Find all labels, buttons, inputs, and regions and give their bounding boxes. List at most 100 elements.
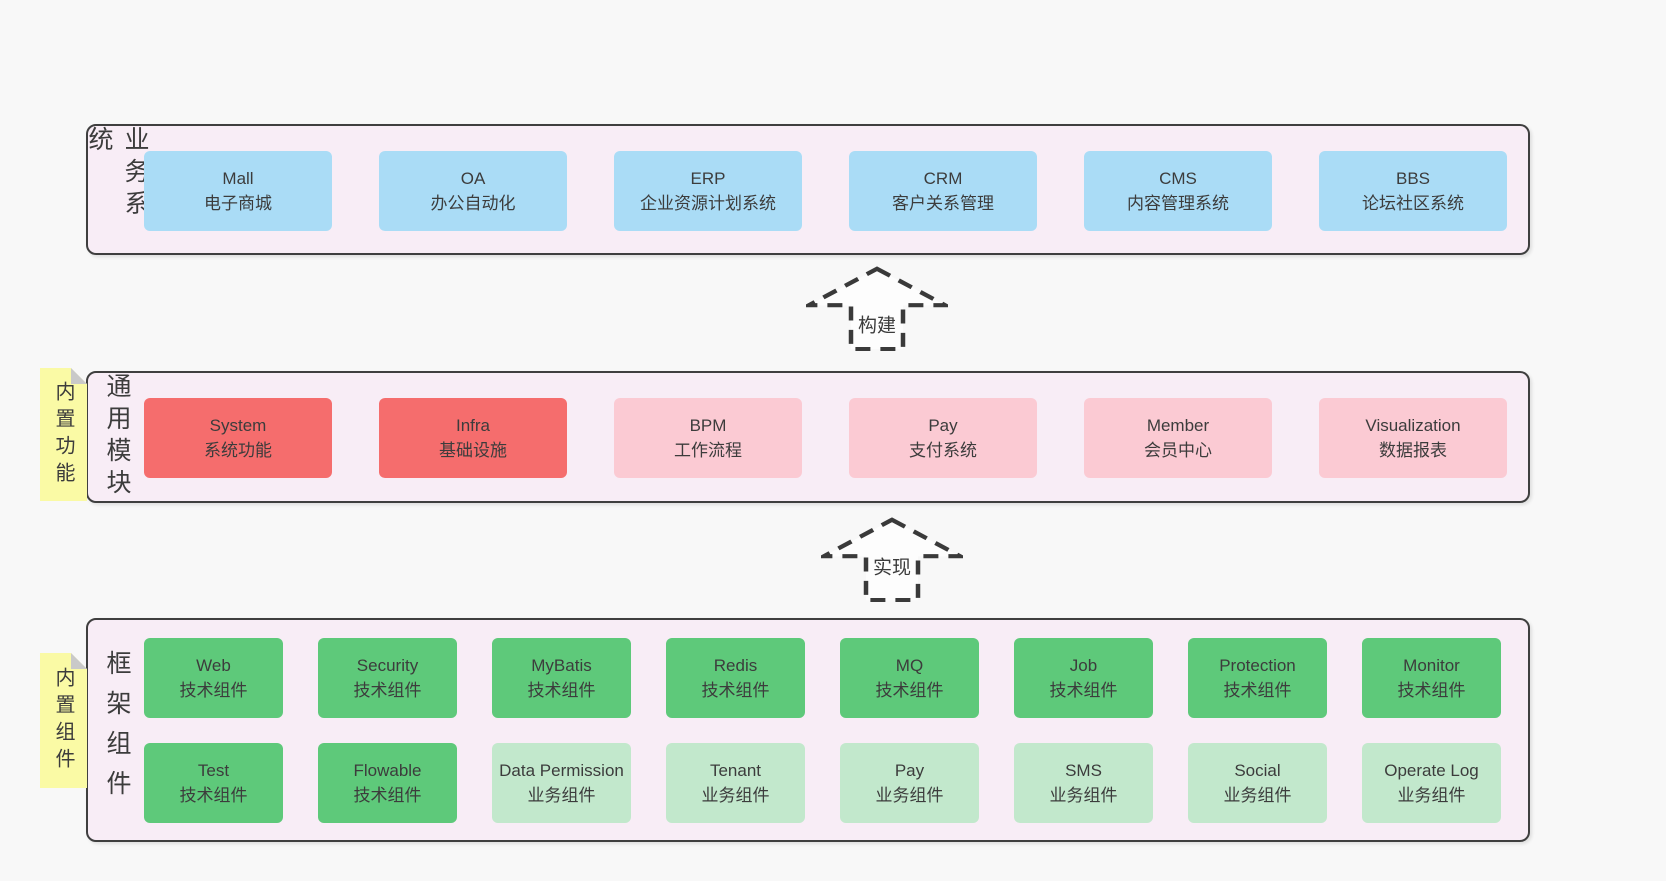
module-title: CMS <box>1159 169 1197 188</box>
module-title: Redis <box>713 656 758 675</box>
module-title: SMS <box>1065 761 1102 780</box>
module-title: ERP <box>690 169 726 188</box>
module-title: Data Permission <box>499 761 624 780</box>
module-title: Test <box>197 761 230 780</box>
folded-corner-icon <box>71 368 87 384</box>
module-box-social: Social 业务组件 <box>1188 743 1327 823</box>
module-title: OA <box>460 169 486 188</box>
module-subtitle: 业务组件 <box>701 786 770 805</box>
module-subtitle: 技术组件 <box>179 681 248 700</box>
module-subtitle: 业务组件 <box>1223 786 1292 805</box>
module-subtitle: 业务组件 <box>527 786 596 805</box>
module-title: Infra <box>455 416 491 435</box>
band-label-text: 通用模块 <box>103 373 131 501</box>
sticky-note-builtin-components: 内置组件 <box>40 653 87 788</box>
module-subtitle: 数据报表 <box>1379 441 1447 460</box>
module-subtitle: 业务组件 <box>1049 786 1118 805</box>
module-title: Tenant <box>709 761 762 780</box>
module-subtitle: 技术组件 <box>353 786 422 805</box>
module-box-pay: Pay 支付系统 <box>849 398 1037 478</box>
module-subtitle: 技术组件 <box>179 786 248 805</box>
band-label-framework-components: 框架组件 <box>92 620 142 840</box>
module-title: Protection <box>1219 656 1296 675</box>
module-subtitle: 支付系统 <box>909 441 977 460</box>
module-subtitle: 技术组件 <box>875 681 944 700</box>
module-box-protection: Protection 技术组件 <box>1188 638 1327 718</box>
arrow-label: 实现 <box>871 552 913 580</box>
module-box-test: Test 技术组件 <box>144 743 283 823</box>
module-box-security: Security 技术组件 <box>318 638 457 718</box>
module-title: MyBatis <box>531 656 592 675</box>
module-title: BPM <box>689 416 727 435</box>
module-subtitle: 业务组件 <box>875 786 944 805</box>
module-box-flowable: Flowable 技术组件 <box>318 743 457 823</box>
module-title: Security <box>356 656 419 675</box>
module-box-data-permission: Data Permission 业务组件 <box>492 743 631 823</box>
module-box-infra: Infra 基础设施 <box>379 398 567 478</box>
module-subtitle: 内容管理系统 <box>1127 194 1229 213</box>
module-title: System <box>209 416 267 435</box>
module-title: BBS <box>1395 169 1431 188</box>
up-arrow-dashed-icon <box>806 266 948 351</box>
module-subtitle: 技术组件 <box>527 681 596 700</box>
module-box-crm: CRM 客户关系管理 <box>849 151 1037 231</box>
module-title: CRM <box>923 169 963 188</box>
module-subtitle: 技术组件 <box>701 681 770 700</box>
module-subtitle: 业务组件 <box>1397 786 1466 805</box>
module-box-operate-log: Operate Log 业务组件 <box>1362 743 1501 823</box>
module-box-bpm: BPM 工作流程 <box>614 398 802 478</box>
module-title: Pay <box>928 416 958 435</box>
module-title: Pay <box>894 761 925 780</box>
module-box-sms: SMS 业务组件 <box>1014 743 1153 823</box>
sticky-note-text: 内置组件 <box>52 666 74 775</box>
module-subtitle: 技术组件 <box>353 681 422 700</box>
module-box-visualization: Visualization 数据报表 <box>1319 398 1507 478</box>
sticky-note-text: 内置功能 <box>52 380 74 489</box>
folded-corner-icon <box>71 653 87 669</box>
module-title: Member <box>1146 416 1210 435</box>
module-subtitle: 企业资源计划系统 <box>640 194 776 213</box>
module-box-erp: ERP 企业资源计划系统 <box>614 151 802 231</box>
arrow-implement: 实现 <box>821 516 963 602</box>
module-title: Operate Log <box>1384 761 1479 780</box>
module-subtitle: 系统功能 <box>204 441 272 460</box>
module-subtitle: 基础设施 <box>439 441 507 460</box>
sticky-note-builtin-features: 内置功能 <box>40 368 87 501</box>
module-subtitle: 电子商城 <box>204 194 272 213</box>
module-subtitle: 技术组件 <box>1223 681 1292 700</box>
band-common-modules: 通用模块 System 系统功能 Infra 基础设施 BPM 工作流程 Pay 支付系统 Me… <box>86 371 1530 503</box>
module-box-cms: CMS 内容管理系统 <box>1084 151 1272 231</box>
module-subtitle: 技术组件 <box>1049 681 1118 700</box>
module-box-web: Web 技术组件 <box>144 638 283 718</box>
module-box-redis: Redis 技术组件 <box>666 638 805 718</box>
module-box-mybatis: MyBatis 技术组件 <box>492 638 631 718</box>
module-box-pay: Pay 业务组件 <box>840 743 979 823</box>
module-title: Social <box>1234 761 1281 780</box>
module-title: Visualization <box>1365 416 1461 435</box>
band-label-business-systems: 业务系统 <box>85 126 149 253</box>
module-box-tenant: Tenant 业务组件 <box>666 743 805 823</box>
arrow-build: 构建 <box>806 265 948 351</box>
module-subtitle: 客户关系管理 <box>892 194 994 213</box>
module-title: Flowable <box>353 761 422 780</box>
band-label-common-modules: 通用模块 <box>92 373 142 501</box>
band-label-text: 框架组件 <box>103 650 131 810</box>
module-subtitle: 工作流程 <box>674 441 742 460</box>
module-title: Web <box>196 656 231 675</box>
